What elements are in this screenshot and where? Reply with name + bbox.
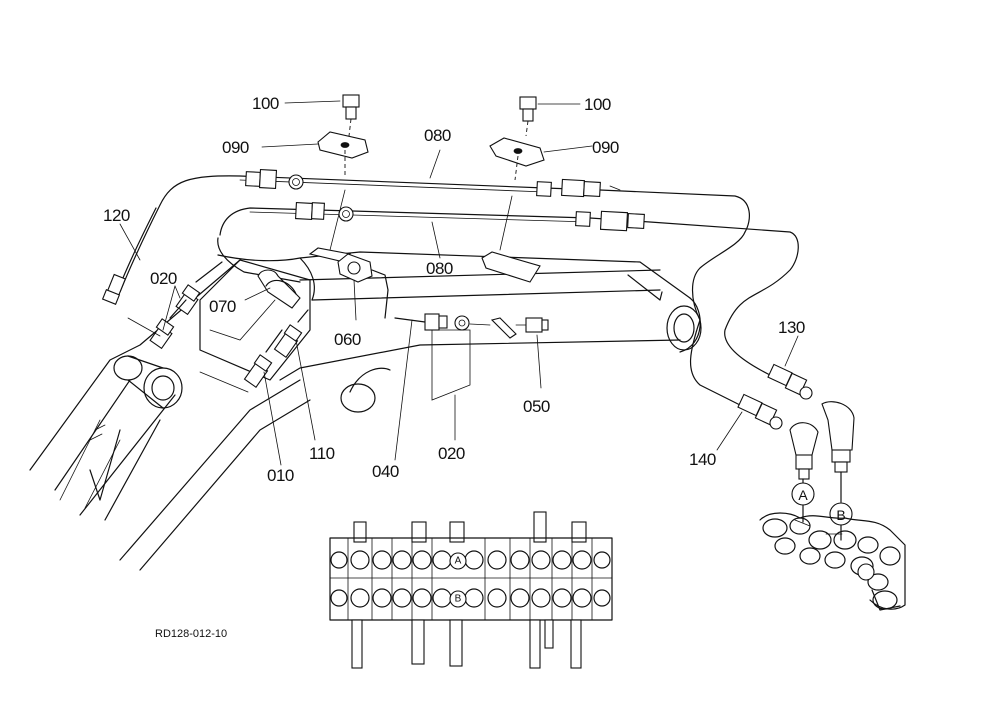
label-050: 050 [523, 397, 550, 416]
elbow-fittings [789, 401, 855, 480]
clamp-brackets [308, 94, 545, 283]
hose-fittings [101, 169, 813, 430]
label-040: 040 [372, 462, 399, 481]
label-060: 060 [334, 330, 361, 349]
port-markers [791, 471, 853, 541]
center-fitting-set [394, 313, 549, 401]
label-130: 130 [778, 318, 805, 337]
valve-port-b-label: B [455, 594, 462, 605]
port-a-label: A [798, 487, 808, 503]
label-090-right: 090 [592, 138, 619, 157]
label-090-left: 090 [222, 138, 249, 157]
label-110: 110 [309, 444, 335, 463]
label-080-lower: 080 [426, 259, 453, 278]
label-100-right: 100 [584, 95, 611, 114]
drawing-code: RD128-012-10 [155, 628, 227, 640]
valve-port-b-marker [449, 590, 467, 608]
left-adapters [127, 261, 309, 393]
hose-lines [117, 175, 799, 406]
label-080-upper: 080 [424, 126, 451, 145]
label-100-left: 100 [252, 94, 279, 113]
label-020-upper: 020 [150, 269, 177, 288]
valve-port-a-label: A [455, 556, 462, 567]
control-valve-block [329, 511, 613, 669]
label-070: 070 [209, 297, 236, 316]
label-010: 010 [267, 466, 294, 485]
label-120: 120 [103, 206, 130, 225]
control-valve-cluster [759, 512, 906, 611]
valve-port-a-marker [449, 552, 467, 570]
hose-clip-parts [257, 253, 389, 319]
leader-lines [119, 100, 799, 466]
label-020-lower: 020 [438, 444, 465, 463]
label-140: 140 [689, 450, 716, 469]
port-b-label: B [836, 507, 845, 523]
